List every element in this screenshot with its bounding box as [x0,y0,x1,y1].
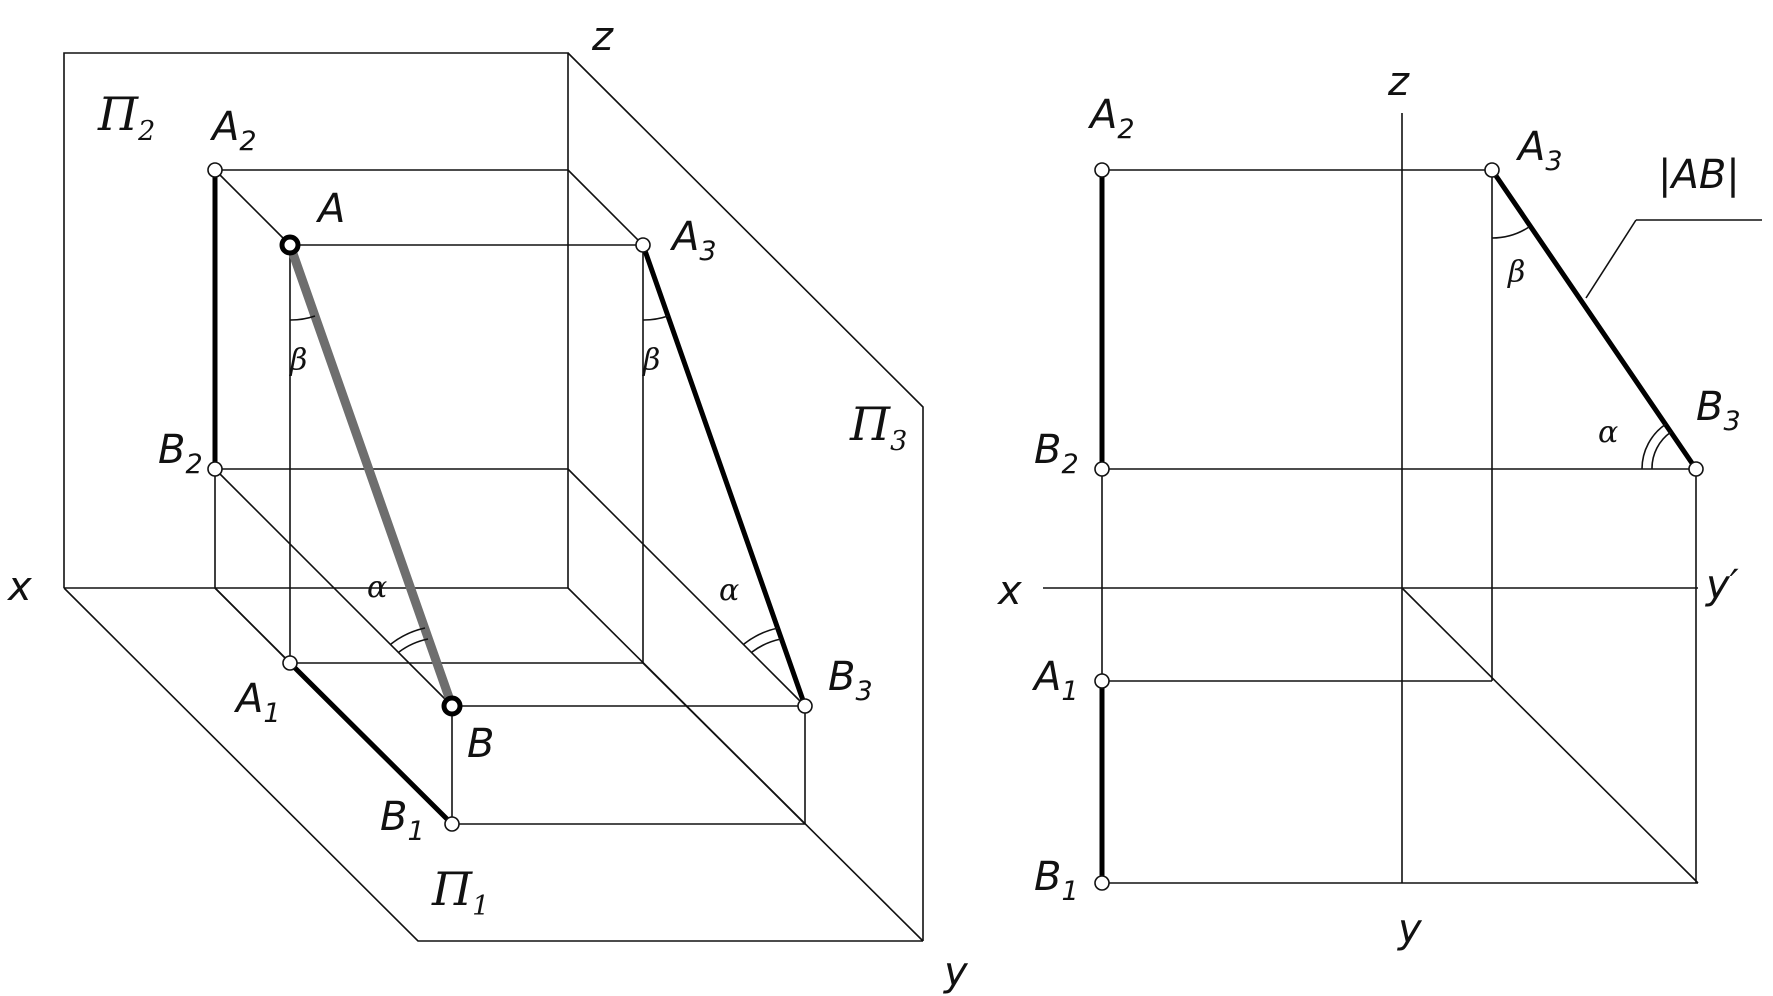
angle-alpha-arc-a3-inner [751,638,782,653]
segment-a1-b1 [287,660,455,827]
plane-p1-label: П1 [431,862,489,922]
label-a: A [315,186,345,232]
label-a2: A2 [209,104,257,157]
angle-beta-arc-right [1491,226,1530,239]
angle-alpha-label-a3: α [719,573,739,608]
label-a1: A1 [233,676,281,729]
projection-lines [214,169,806,825]
axis-x-label: x [6,564,32,610]
label-a1-right: A1 [1031,654,1079,707]
axis-y-label-right: y [1397,906,1423,952]
angle-alpha-arc-outer [390,627,426,645]
label-b2: B2 [158,427,203,480]
label-a2-right: A2 [1087,92,1135,145]
epure-projection-lines [1101,169,1762,884]
label-true-length: |AB| [1658,152,1740,198]
left-isometric-view: x z y П2 П3 П1 A2 A A3 B2 A1 B B3 B1 β β… [6,14,969,995]
angle-alpha-label-right: α [1598,415,1618,450]
label-b1-right: B1 [1034,854,1079,907]
point-b2 [207,461,223,477]
point-a3 [635,237,651,253]
label-b1: B1 [380,794,425,847]
plane-p1-outline [63,587,923,942]
label-b2-right: B2 [1034,427,1079,480]
point-b3-right [1688,461,1704,477]
point-a2-right [1094,162,1110,178]
leader-ab-line [1585,219,1637,299]
angle-beta-label-right: β [1507,255,1525,290]
angle-beta-label-a3: β [642,343,660,378]
label-a3-right: A3 [1515,124,1563,177]
axis-x-label-right: x [996,568,1022,614]
point-b1 [444,816,460,832]
label-b3: B3 [828,654,873,707]
plane-p3-label: П3 [849,397,907,457]
point-a2 [207,162,223,178]
label-b: B [467,721,494,767]
angle-alpha-arc-inner [398,638,429,653]
angle-beta-arc-a3 [642,315,669,321]
label-b3-right: B3 [1696,384,1741,437]
segment-a3-b3 [640,242,808,709]
axis-y-label: y [943,949,969,995]
angle-beta-label-left: β [289,343,307,378]
angle-alpha-arc-right-outer [1641,423,1667,470]
plane-p3-outline [567,52,924,941]
axis-y-prime-label: y′ [1705,562,1739,608]
segment-a3-b3-right [1489,167,1699,472]
axis-z-label: z [591,14,614,60]
point-a1-right [1094,673,1110,689]
angle-alpha-label-left: α [367,570,387,605]
point-a [279,234,301,256]
point-a1 [282,655,298,671]
angle-alpha-arc-right-inner [1651,431,1672,470]
point-a3-right [1484,162,1500,178]
plane-p2-outline [63,52,569,588]
label-a3: A3 [669,214,717,267]
constant-line-45 [1401,587,1699,884]
point-b1-right [1094,875,1110,891]
point-b2-right [1094,461,1110,477]
angle-beta-arc-left [289,315,316,321]
point-b [441,695,463,717]
axis-z-label-right: z [1387,59,1410,105]
angle-alpha-arc-a3-outer [743,627,779,645]
segment-ab-true [285,240,457,711]
right-epure-view: z x y′ y A2 A3 |AB| B3 B2 A1 B1 β α [996,59,1762,952]
point-b3 [797,698,813,714]
plane-p2-label: П2 [97,87,155,147]
